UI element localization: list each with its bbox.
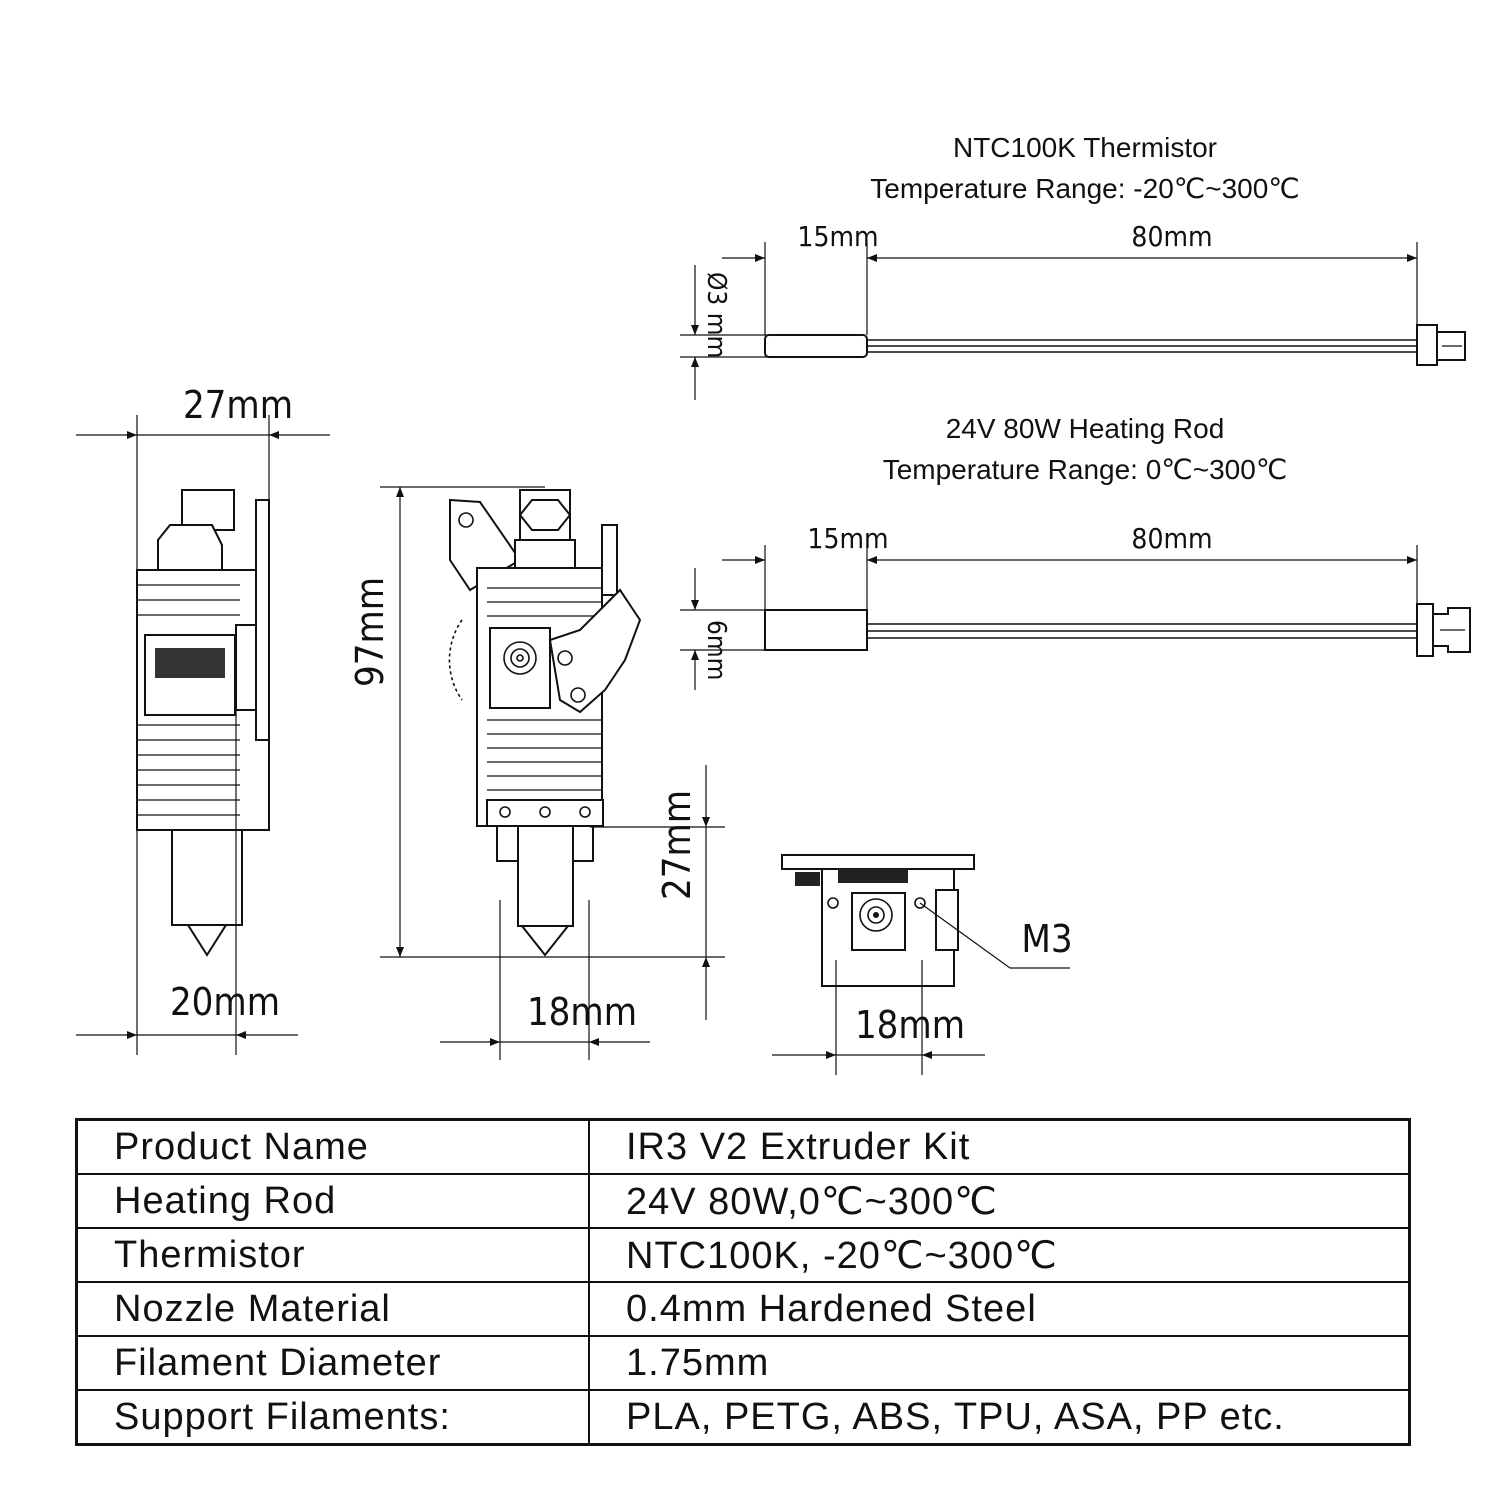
thermistor-tip-dim: 15mm bbox=[797, 220, 878, 253]
bottom-width-dim: 18mm bbox=[855, 1003, 965, 1047]
thermistor-title: NTC100K Thermistor bbox=[953, 132, 1217, 163]
bottom-view: M3 bbox=[781, 854, 1073, 987]
thermistor-range: Temperature Range: -20℃~300℃ bbox=[870, 173, 1299, 204]
heating-rod-range: Temperature Range: 0℃~300℃ bbox=[883, 454, 1288, 485]
spec-table: Product Name IR3 V2 Extruder Kit Heating… bbox=[75, 1118, 1411, 1446]
bottom-screw-label: M3 bbox=[1021, 917, 1072, 961]
front-view: 97mm bbox=[348, 486, 725, 958]
table-row: Support Filaments: PLA, PETG, ABS, TPU, … bbox=[75, 1389, 1411, 1446]
spec-key: Product Name bbox=[75, 1118, 590, 1175]
heating-rod-diameter-dim: 6mm bbox=[701, 620, 731, 680]
heating-rod-drawing: 24V 80W Heating Rod Temperature Range: 0… bbox=[680, 413, 1471, 690]
spec-value: NTC100K, -20℃~300℃ bbox=[588, 1227, 1411, 1283]
spec-key: Heating Rod bbox=[75, 1173, 590, 1229]
heating-rod-length-dim: 80mm bbox=[1131, 522, 1212, 555]
table-row: Filament Diameter 1.75mm bbox=[75, 1335, 1411, 1391]
spec-value: PLA, PETG, ABS, TPU, ASA, PP etc. bbox=[588, 1389, 1411, 1446]
spec-key: Nozzle Material bbox=[75, 1281, 590, 1337]
side-width-dim: 27mm bbox=[183, 383, 293, 427]
spec-key: Support Filaments: bbox=[75, 1389, 590, 1446]
side-view: 27mm bbox=[76, 383, 330, 1055]
front-lower-dim: 27mm bbox=[655, 790, 699, 900]
spec-value: 1.75mm bbox=[588, 1335, 1411, 1391]
front-bottom-dim: 18mm bbox=[527, 990, 637, 1034]
thermistor-length-dim: 80mm bbox=[1131, 220, 1212, 253]
table-row: Nozzle Material 0.4mm Hardened Steel bbox=[75, 1281, 1411, 1337]
thermistor-drawing: NTC100K Thermistor Temperature Range: -2… bbox=[680, 132, 1466, 400]
spec-key: Filament Diameter bbox=[75, 1335, 590, 1391]
thermistor-diameter-dim: Ø3 mm bbox=[701, 272, 731, 358]
heating-rod-title: 24V 80W Heating Rod bbox=[946, 413, 1225, 444]
front-height-dim: 97mm bbox=[348, 577, 392, 687]
spec-value: 0.4mm Hardened Steel bbox=[588, 1281, 1411, 1337]
spec-key: Thermistor bbox=[75, 1227, 590, 1283]
side-bottom-dim: 20mm bbox=[170, 980, 280, 1024]
table-row: Thermistor NTC100K, -20℃~300℃ bbox=[75, 1227, 1411, 1283]
table-row: Product Name IR3 V2 Extruder Kit bbox=[75, 1118, 1411, 1175]
spec-value: 24V 80W,0℃~300℃ bbox=[588, 1173, 1411, 1229]
heating-rod-tip-dim: 15mm bbox=[807, 522, 888, 555]
table-row: Heating Rod 24V 80W,0℃~300℃ bbox=[75, 1173, 1411, 1229]
spec-value: IR3 V2 Extruder Kit bbox=[588, 1118, 1411, 1175]
